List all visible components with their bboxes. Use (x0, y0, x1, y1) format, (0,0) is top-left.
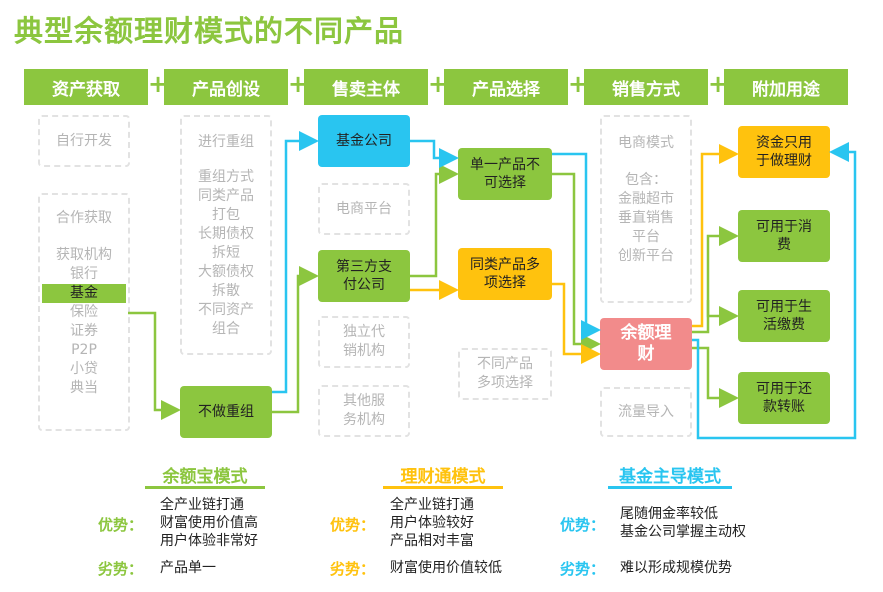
method-item: 重组方式 (198, 169, 254, 185)
mode-yuebao-dis-label: 劣势： (98, 560, 144, 578)
securities-label: 证券 (70, 323, 98, 339)
mode-licaitong-underline (383, 486, 503, 489)
microloan-label: 小贷 (70, 361, 98, 377)
other-service-box: 其他服务机构 (318, 385, 410, 437)
mode-yuebao-disadvantage: 产品单一 (160, 560, 216, 576)
method-item: 大额债权 (198, 264, 254, 280)
header-sales-method: 销售方式 (584, 69, 708, 105)
finance-market-label: 金融超市 (618, 191, 674, 207)
single-product-box: 单一产品不可选择 (458, 148, 552, 200)
arrow-single-to-center (552, 172, 601, 354)
arrow-center-to-consume (692, 226, 739, 334)
mode-fund-led-title: 基金主导模式 (619, 467, 721, 487)
arrow-center-to-bills (706, 300, 739, 326)
same-type-multi-box: 同类产品多项选择 (458, 248, 552, 300)
arrow-center-to-finance-only (692, 144, 739, 328)
ecommerce-mode-box: 电商模式 包含： 金融超市 垂直销售平台 创新平台 (600, 115, 692, 303)
arrow-single-to-center-blue (552, 152, 601, 340)
arrow-third-party-to-single (410, 164, 459, 278)
header-seller: 售卖主体 (304, 69, 428, 105)
pawn-label: 典当 (70, 380, 98, 396)
mode-yuebao-adv-label: 优势： (98, 516, 144, 534)
header-product-creation: 产品创设 (164, 69, 288, 105)
method-item: 打包 (212, 207, 240, 223)
cooperation-label: 合作获取 (56, 210, 112, 226)
header-additional-use: 附加用途 (724, 69, 848, 105)
mode-licaitong-disadvantage: 财富使用价值较低 (390, 560, 502, 576)
adv-item: 用户体验非常好 (160, 533, 258, 549)
method-item: 长期债权 (198, 226, 254, 242)
bank-label: 银行 (70, 266, 98, 282)
fund-label: 基金 (42, 284, 126, 303)
adv-item: 基金公司掌握主动权 (620, 524, 746, 540)
consume-box: 可用于消费 (738, 210, 830, 262)
mode-fund-led-advantages: 尾随佣金率较低 基金公司掌握主动权 (620, 505, 746, 541)
finance-only-box: 资金只用于做理财 (738, 126, 830, 178)
third-party-payment-box: 第三方支付公司 (318, 250, 410, 302)
ecommerce-mode-label: 电商模式 (618, 135, 674, 151)
bills-box: 可用于生活缴费 (738, 290, 830, 342)
header-product-selection: 产品选择 (444, 69, 568, 105)
plus-sign: + (288, 70, 309, 98)
mode-licaitong-title: 理财通模式 (400, 467, 486, 487)
repay-transfer-box: 可用于还款转账 (738, 372, 830, 424)
adv-item: 产品相对丰富 (390, 533, 474, 549)
mode-fund-led-underline (608, 486, 732, 489)
method-item: 拆短 (212, 245, 240, 261)
vertical-platform-label: 垂直销售平台 (618, 210, 674, 245)
mode-licaitong-dis-label: 劣势： (330, 560, 376, 578)
mode-yuebao-underline (145, 486, 265, 489)
arrow-center-loop (692, 142, 857, 440)
adv-item: 尾随佣金率较低 (620, 506, 718, 522)
ecommerce-platform-box: 电商平台 (318, 183, 410, 235)
adv-item: 全产业链打通 (160, 497, 244, 513)
mode-fund-led-dis-label: 劣势： (560, 560, 606, 578)
plus-sign: + (568, 70, 589, 98)
no-reorganize-box: 不做重组 (180, 386, 272, 438)
plus-sign: + (148, 70, 169, 98)
fund-company-box: 基金公司 (318, 115, 410, 167)
plus-sign: + (428, 70, 449, 98)
arrow-no-reorg-to-third-party (272, 266, 319, 414)
self-development-box: 自行开发 (38, 115, 130, 167)
mode-fund-led-disadvantage: 难以形成规模优势 (620, 560, 732, 576)
independent-agency-box: 独立代销机构 (318, 316, 410, 368)
arrow-fund-to-no-reorg (128, 311, 181, 420)
mode-yuebao-advantages: 全产业链打通 财富使用价值高 用户体验非常好 (160, 496, 258, 550)
mode-fund-led-adv-label: 优势： (560, 516, 606, 534)
arrow-same-type-to-center (552, 282, 601, 364)
traffic-box: 流量导入 (600, 387, 692, 437)
mode-yuebao-title: 余额宝模式 (162, 467, 248, 487)
reorganize-methods: 重组方式同类产品打包长期债权拆短大额债权拆散不同资产组合 (182, 168, 270, 339)
header-asset-acquisition: 资产获取 (24, 69, 148, 105)
adv-item: 财富使用价值高 (160, 515, 258, 531)
mode-licaitong-adv-label: 优势： (330, 516, 376, 534)
mode-licaitong-advantages: 全产业链打通 用户体验较好 产品相对丰富 (390, 496, 474, 550)
innovative-platform-label: 创新平台 (618, 248, 674, 264)
plus-sign: + (708, 70, 729, 98)
institutions-label: 获取机构 (56, 247, 112, 263)
reorganize-label: 进行重组 (198, 134, 254, 150)
arrow-fund-company-to-single (410, 139, 459, 168)
adv-item: 全产业链打通 (390, 497, 474, 513)
page-title: 典型余额理财模式的不同产品 (14, 14, 405, 48)
method-item: 组合 (212, 321, 240, 337)
insurance-label: 保险 (70, 304, 98, 320)
method-item: 不同资产 (198, 302, 254, 318)
method-item: 同类产品 (198, 188, 254, 204)
reorganize-box: 进行重组 重组方式同类产品打包长期债权拆短大额债权拆散不同资产组合 (180, 115, 272, 355)
adv-item: 用户体验较好 (390, 515, 474, 531)
p2p-label: P2P (71, 342, 97, 358)
different-multi-box: 不同产品多项选择 (458, 348, 552, 400)
balance-wealth-center: 余额理财 (600, 318, 692, 370)
include-label: 包含： (625, 172, 667, 188)
arrow-no-reorg-to-fund-company (272, 131, 319, 394)
method-item: 拆散 (212, 283, 240, 299)
arrow-center-to-repay (692, 346, 739, 408)
